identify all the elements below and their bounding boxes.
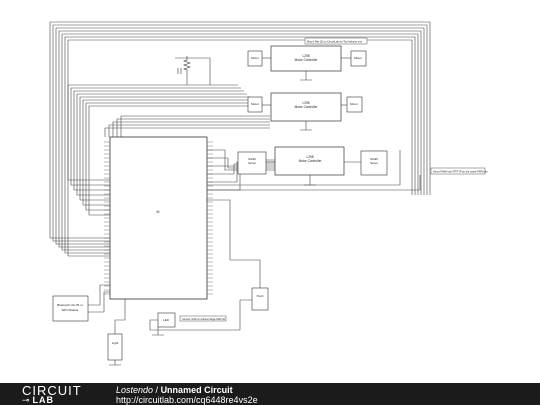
capacitor (177, 68, 182, 74)
schematic-canvas: L298 Motor Controller Motor Motor L298 M… (49, 21, 488, 366)
servo-2-name: Servo (370, 161, 378, 165)
mcu-top-wire (120, 115, 270, 137)
mcu-top-wire (104, 127, 270, 137)
note-3: Ground: GND on Arduino Mega GND pin (179, 315, 227, 322)
motor-2a (247, 96, 263, 113)
motor-controller-3: L298 Motor Controller (274, 146, 345, 176)
circuit-url[interactable]: http://circuitlab.com/cq6448re4vs2e (116, 395, 258, 405)
servo-1-part: SG90 (248, 157, 256, 161)
mid-loop-wire (73, 90, 244, 191)
mcu-pins-right (207, 141, 213, 295)
pushbutton: Push (251, 287, 269, 311)
light-wire (114, 299, 126, 334)
mid-loop-wire (76, 93, 247, 196)
motor-controller-2-part: L298 (302, 101, 309, 105)
outer-loop-wire (49, 21, 431, 239)
comms-wire (88, 291, 110, 313)
title-separator: / (153, 385, 161, 395)
note-3-text: Ground: GND on Arduino Mega GND pin (182, 318, 226, 321)
led-wire (149, 299, 252, 331)
comms-wire (88, 284, 110, 306)
motor-controller-2: L298 Motor Controller Motor Motor (247, 92, 363, 122)
outer-loop-wire (58, 30, 422, 248)
mid-loop-wire (70, 87, 241, 186)
pushbutton-label: Push (257, 294, 264, 298)
servo-1-name: Servo (248, 161, 256, 165)
note-1: May 6 Mar 20 on CircuitLab for Top Ardui… (304, 37, 368, 45)
resistor-wire (175, 57, 211, 85)
ground-wire (300, 121, 312, 131)
mid-loop-wire (79, 96, 250, 201)
motor-2b-label: Motor (350, 102, 358, 106)
ground-wire (109, 360, 121, 366)
mcu-pins-left (104, 141, 110, 295)
button-wire (207, 199, 261, 288)
microcontroller-label: M (157, 210, 160, 214)
motor-controller-3-part: L298 (306, 155, 313, 159)
motor-1b-label: Motor (354, 56, 362, 60)
note-2: Servo PWM via HTTP IP on the same PWM pi… (430, 167, 488, 175)
microcontroller: M (104, 136, 213, 300)
mid-loop-wire (88, 105, 259, 216)
mid-loop-wire (82, 99, 253, 206)
logo-symbol-icon: ⊸ (22, 395, 31, 405)
mcu-top-wire (112, 121, 270, 137)
mcu-top-wire (108, 124, 270, 137)
servo-wire (207, 175, 421, 191)
servo-2-part: SG90 (370, 157, 378, 161)
logo-text-bottom: LAB (32, 395, 55, 405)
wire-group (49, 21, 431, 366)
comms-module-line-1: Bluetooth HC-05 or (57, 303, 83, 307)
servo-wire (207, 150, 401, 186)
motor-1a-label: Motor (251, 56, 259, 60)
motor-2b (346, 96, 363, 113)
outer-loop-wire (67, 39, 413, 257)
mid-loop-wire (85, 102, 256, 211)
circuit-name: Unnamed Circuit (160, 385, 233, 395)
motor-controller-1-part: L298 (302, 54, 309, 58)
light-sensor: Light (107, 333, 123, 361)
mcu-top-wire (116, 118, 270, 137)
note-1-text: May 6 Mar 20 on CircuitLab for Top Ardui… (307, 40, 363, 44)
note-2-text: Servo PWM via HTTP IP on the same PWM pi… (433, 170, 488, 174)
servo-1: SG90 Servo (237, 151, 267, 175)
motor-controller-3-name: Motor Controller (299, 159, 323, 163)
motor-controller-1-name: Motor Controller (295, 58, 319, 62)
circuit-title-line: Lostendo / Unnamed Circuit (116, 385, 233, 395)
outer-loop-wire (64, 36, 416, 254)
logo-text-bottom-wrap: ⊸LAB (22, 396, 54, 405)
led-label: LED (163, 318, 170, 322)
led: LED (157, 312, 176, 328)
outer-loop-wire (61, 33, 419, 251)
logo-text-top: CIRCUIT (22, 383, 82, 398)
circuitlab-logo[interactable]: CIRCUIT ⊸LAB (22, 383, 96, 405)
light-sensor-label: Light (112, 341, 119, 345)
outer-loop-wire (55, 27, 425, 245)
servo-2: SG90 Servo (360, 150, 388, 176)
outer-loop-wire (52, 24, 428, 242)
motor-controller-1: L298 Motor Controller Motor Motor (247, 45, 367, 72)
ground-wire (304, 175, 316, 186)
motor-1a (247, 50, 263, 67)
footer-bar: CIRCUIT ⊸LAB Lostendo / Unnamed Circuit … (0, 383, 540, 405)
author-link[interactable]: Lostendo (116, 385, 154, 395)
motor-2a-label: Motor (251, 102, 259, 106)
motor-controller-2-name: Motor Controller (295, 105, 319, 109)
comms-module-line-2: WiFi Module (62, 308, 79, 312)
comms-module: Bluetooth HC-05 or WiFi Module (52, 295, 89, 322)
resistor (183, 56, 191, 76)
ground-wire (300, 71, 312, 81)
ground-wire (152, 327, 164, 336)
motor-1b (350, 50, 367, 67)
